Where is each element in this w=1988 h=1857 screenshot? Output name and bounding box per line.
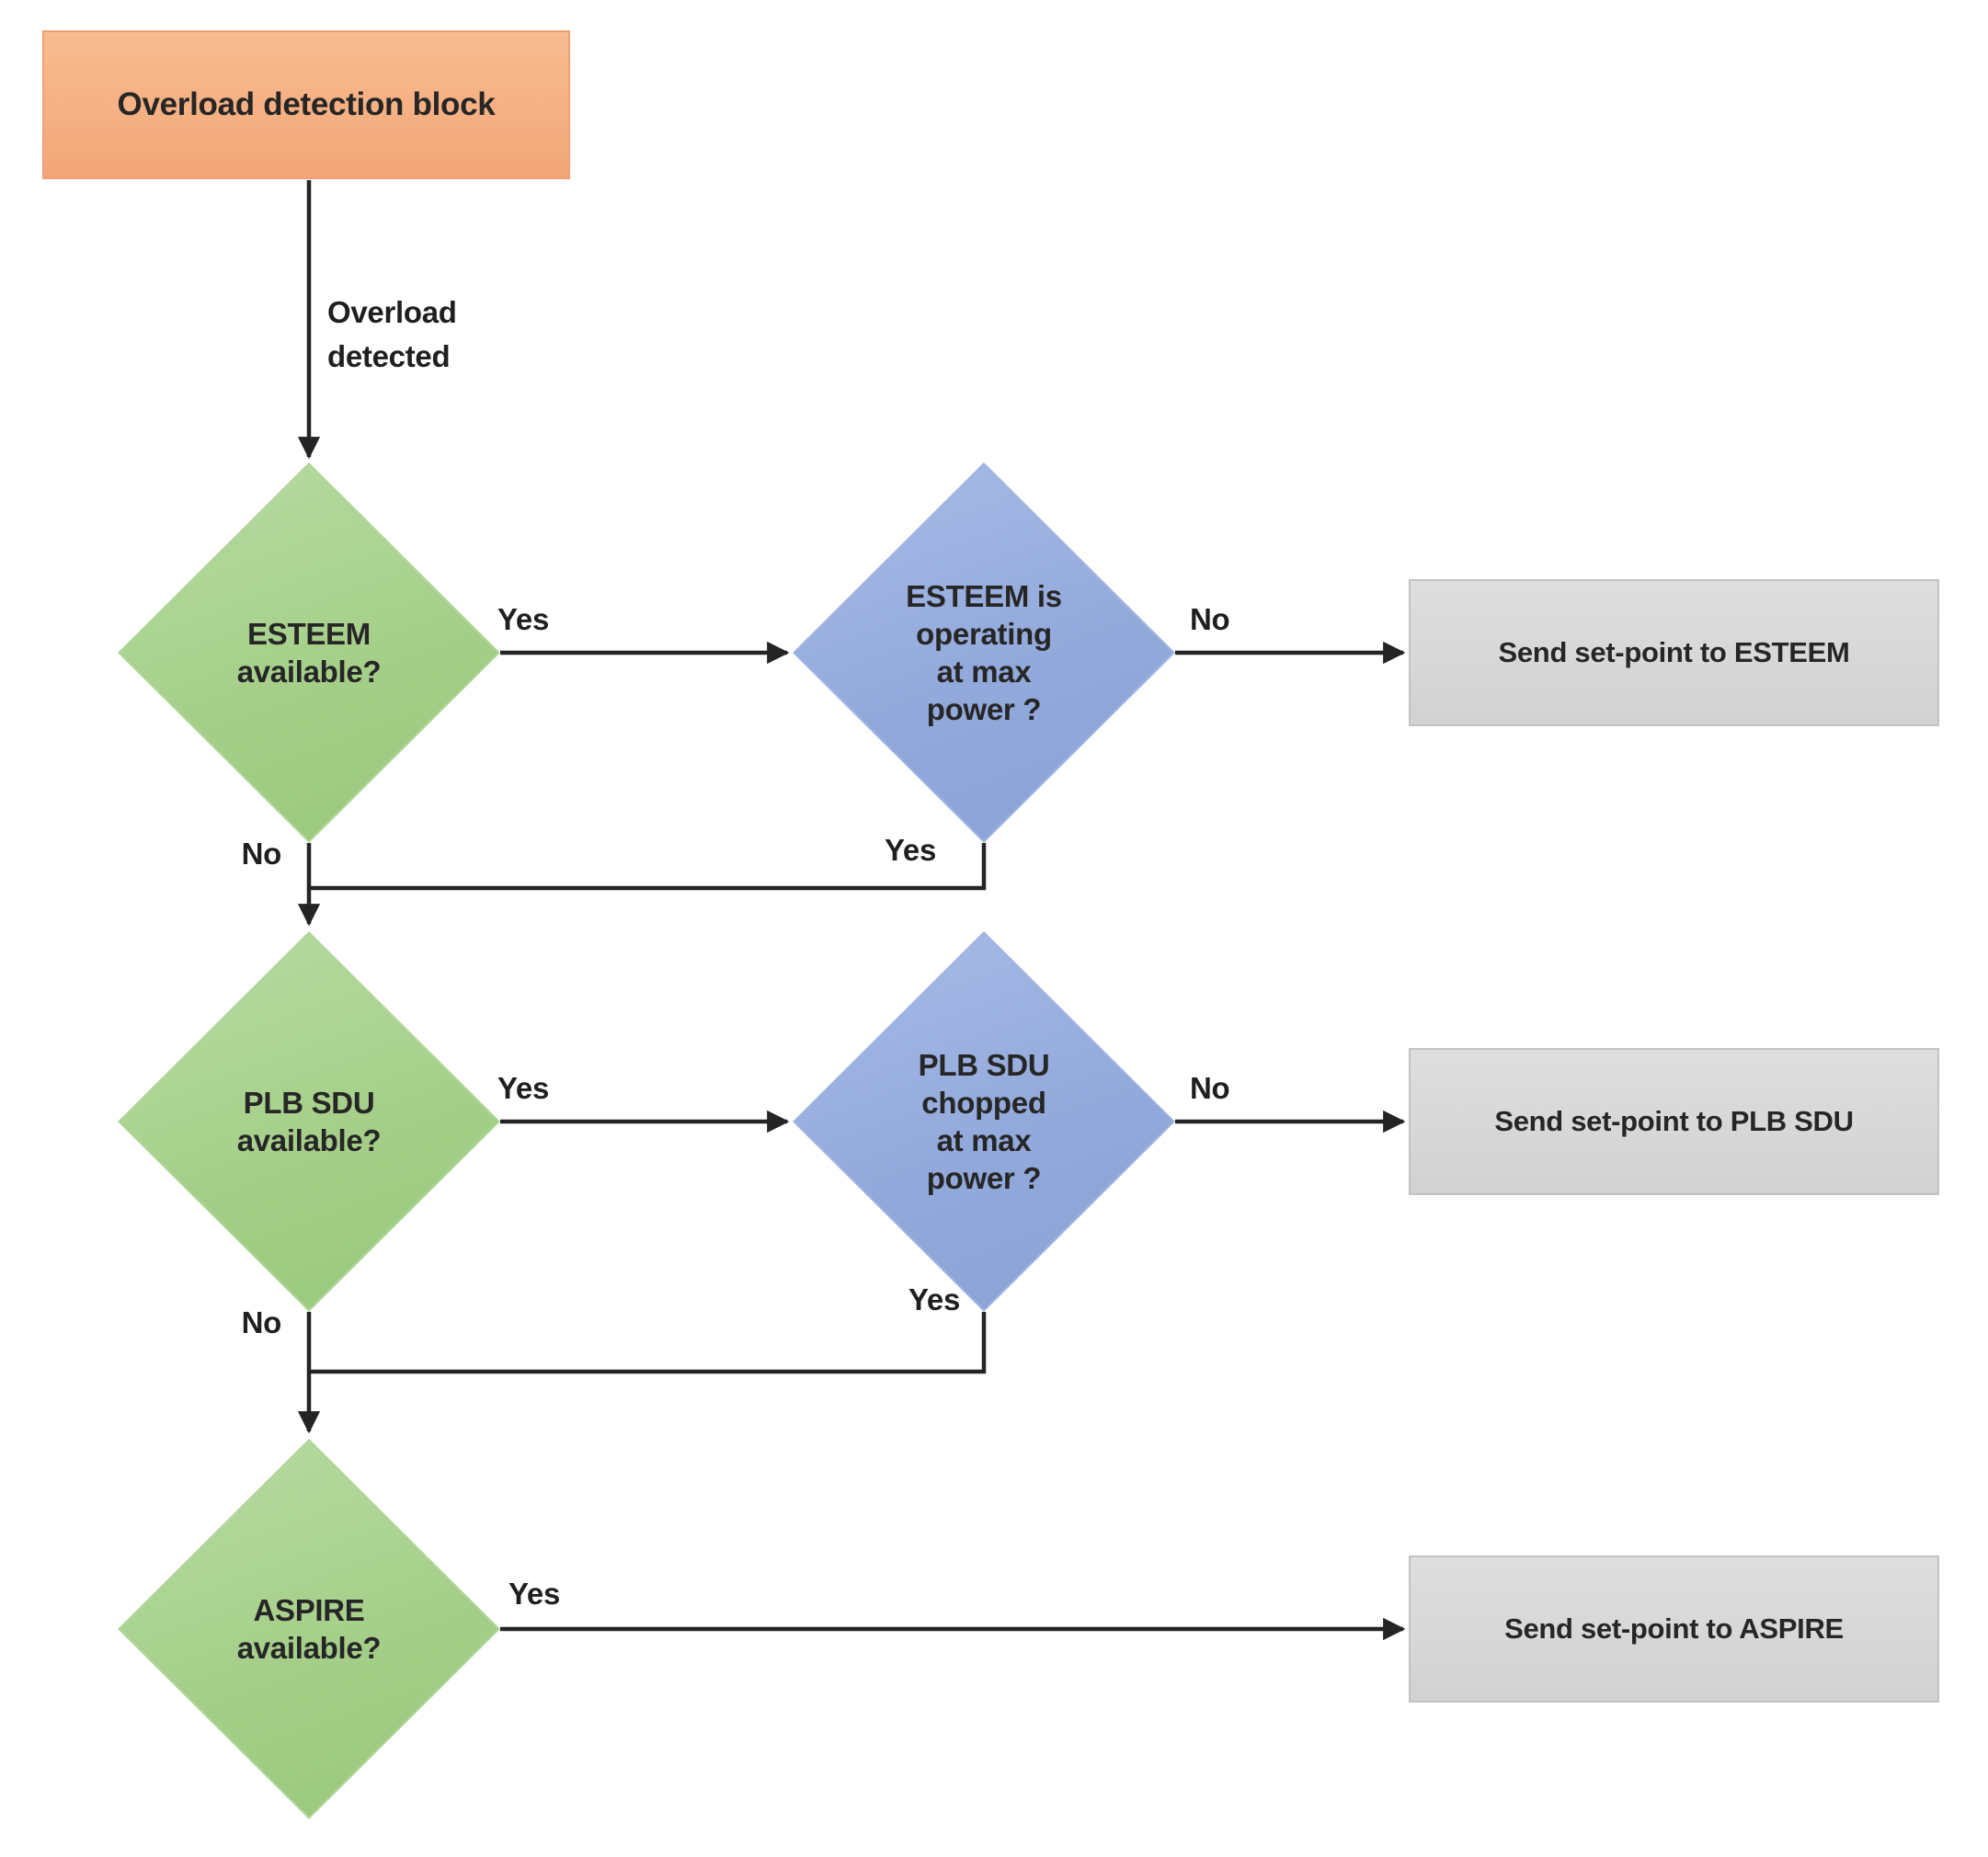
node-overload-detection-block: Overload detection block [42,30,570,179]
edge-label-yes-esteem: Yes [497,602,549,636]
action-send-setpoint-esteem-label: Send set-point to ESTEEM [1498,635,1850,668]
node-overload-detection-label: Overload detection block [117,86,496,123]
edge-label-overload-detected: Overload detected [327,295,457,373]
decision-esteem-max-power: ESTEEM is operating at max power ? [793,462,1175,843]
action-send-setpoint-plbsdu: Send set-point to PLB SDU [1409,1048,1939,1195]
edge-label-yes-esteem-max: Yes [885,833,936,867]
decision-esteem-available: ESTEEM available? [118,462,500,843]
decision-plbsdu-available-label: PLB SDU available? [236,1085,382,1157]
action-send-setpoint-aspire: Send set-point to ASPIRE [1409,1555,1939,1703]
edge-label-no-plbsdu: No [241,1305,282,1339]
edge-label-yes-plbsdu-max: Yes [908,1282,960,1316]
decision-plbsdu-max-power: PLB SDU chopped at max power ? [793,931,1175,1312]
decision-esteem-available-label: ESTEEM available? [236,616,382,689]
edge-plbsdumax-yes-merge [311,1312,987,1374]
action-send-setpoint-aspire-label: Send set-point to ASPIRE [1504,1612,1844,1645]
edge-label-yes-aspire: Yes [508,1577,560,1611]
edge-label-no-esteem: No [241,837,282,871]
edge-esteemmax-yes-merge [311,843,987,891]
edge-label-no-plbsdu-max: No [1190,1071,1230,1105]
action-send-setpoint-esteem: Send set-point to ESTEEM [1409,579,1939,726]
edge-label-no-esteem-max: No [1190,602,1230,636]
action-send-setpoint-plbsdu-label: Send set-point to PLB SDU [1494,1104,1854,1137]
decision-plbsdu-available: PLB SDU available? [118,931,500,1312]
decision-esteem-max-power-label: ESTEEM is operating at max power ? [906,578,1062,727]
decision-aspire-available: ASPIRE available? [118,1439,500,1819]
edge-label-yes-plbsdu: Yes [497,1071,549,1105]
decision-aspire-available-label: ASPIRE available? [236,1592,382,1665]
decision-plbsdu-max-power-label: PLB SDU chopped at max power ? [918,1047,1050,1196]
